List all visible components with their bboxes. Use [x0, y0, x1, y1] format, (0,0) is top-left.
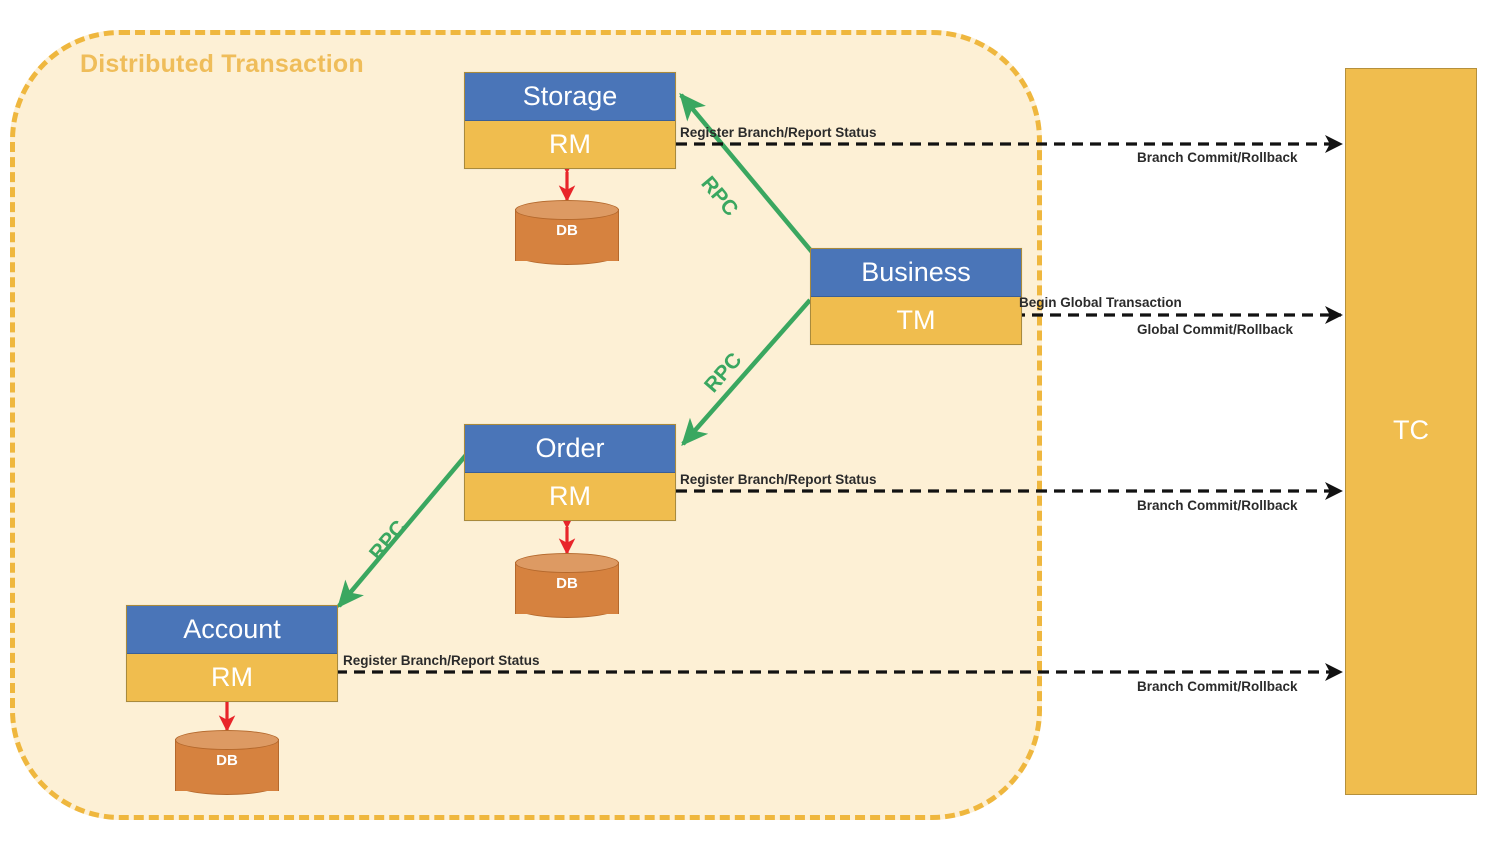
service-node-account[interactable]: Account RM: [126, 605, 338, 702]
rpc-line-order-account: [337, 453, 468, 609]
service-node-business-title: Business: [811, 249, 1021, 297]
service-node-order-title: Order: [465, 425, 675, 473]
rpc-line-business-order: [681, 298, 812, 447]
transaction-coordinator-label: TC: [1393, 415, 1429, 445]
database-account[interactable]: DB: [175, 730, 279, 798]
db-cylinder-top: [515, 553, 619, 573]
rpc-line-business-storage: [679, 92, 814, 254]
tc-link-business-upper-label: Begin Global Transaction: [1019, 295, 1182, 310]
db-cylinder-top: [515, 200, 619, 220]
database-storage-label: DB: [556, 222, 578, 239]
service-node-business[interactable]: Business TM: [810, 248, 1022, 345]
service-node-storage-role: RM: [465, 121, 675, 168]
db-cylinder-top: [175, 730, 279, 750]
tc-link-account-upper-label: Register Branch/Report Status: [343, 653, 540, 668]
service-node-order-role: RM: [465, 473, 675, 520]
tc-link-storage-lower-label: Branch Commit/Rollback: [1137, 150, 1298, 165]
service-node-storage-title: Storage: [465, 73, 675, 121]
service-node-storage[interactable]: Storage RM: [464, 72, 676, 169]
tc-link-storage-upper-label: Register Branch/Report Status: [680, 125, 877, 140]
service-node-business-role: TM: [811, 297, 1021, 344]
tc-link-order-lower-label: Branch Commit/Rollback: [1137, 498, 1298, 513]
tc-link-order-upper-label: Register Branch/Report Status: [680, 472, 877, 487]
transaction-coordinator-box[interactable]: [1345, 68, 1477, 795]
service-node-account-role: RM: [127, 654, 337, 701]
database-storage[interactable]: DB: [515, 200, 619, 268]
tc-link-business-lower-label: Global Commit/Rollback: [1137, 322, 1294, 337]
service-node-account-title: Account: [127, 606, 337, 654]
distributed-transaction-label: Distributed Transaction: [80, 50, 364, 78]
database-order-label: DB: [556, 575, 578, 592]
tc-link-account-lower-label: Branch Commit/Rollback: [1137, 679, 1298, 694]
database-account-label: DB: [216, 752, 238, 769]
database-order[interactable]: DB: [515, 553, 619, 621]
service-node-order[interactable]: Order RM: [464, 424, 676, 521]
